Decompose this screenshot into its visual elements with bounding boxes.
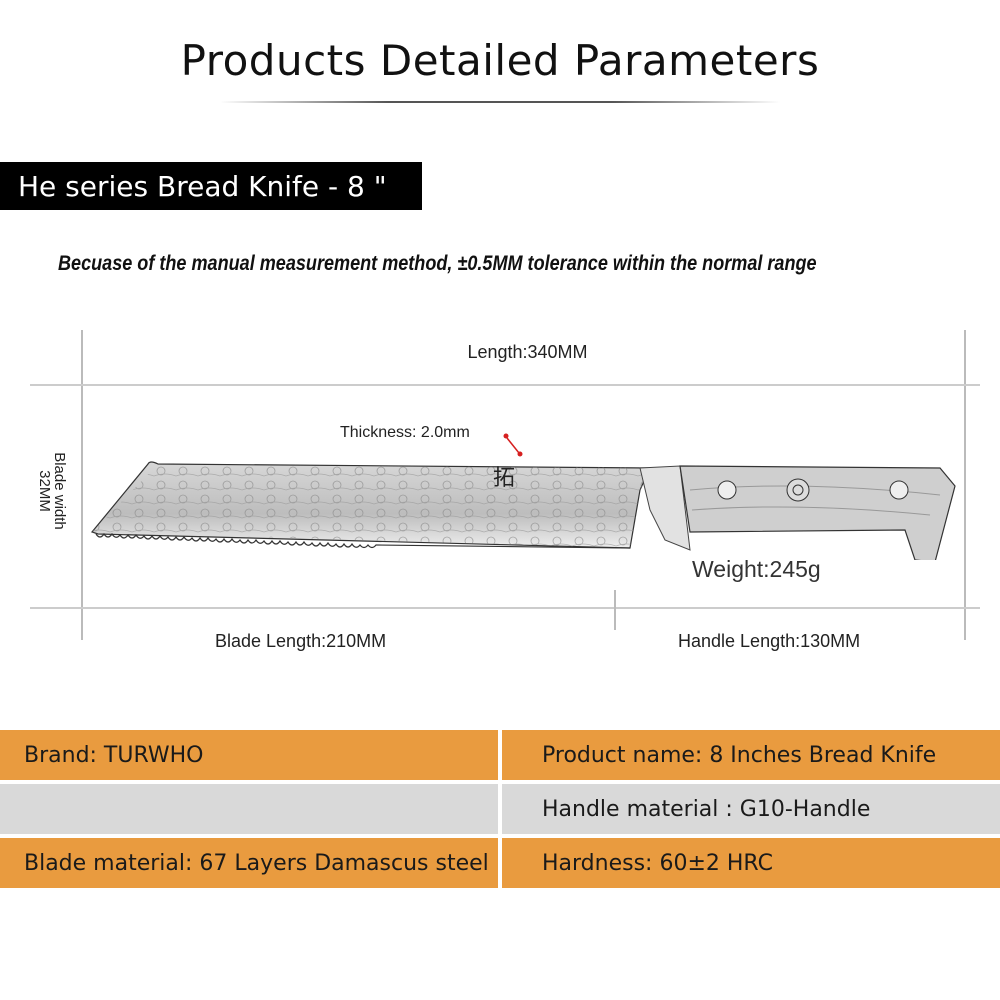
blade-width-label: Blade width 32MM [36, 431, 68, 551]
bread-knife-illustration: 拓 [90, 461, 956, 560]
spec-handle-material: Handle material : G10-Handle [502, 784, 1000, 834]
dimension-lines [30, 330, 980, 640]
title-divider [220, 101, 780, 103]
spec-empty [0, 784, 498, 834]
weight-label: Weight:245g [692, 556, 821, 582]
tolerance-note: Becuase of the manual measurement method… [58, 252, 817, 275]
thickness-marker [506, 437, 520, 454]
handle-length-label: Handle Length:130MM [678, 631, 861, 651]
spec-blade-material: Blade material: 67 Layers Damascus steel [0, 838, 498, 888]
blade-width-title: Blade width [51, 452, 68, 530]
spec-hardness: Hardness: 60±2 HRC [502, 838, 1000, 888]
thickness-label: Thickness: 2.0mm [340, 424, 470, 441]
brand-logo: 拓 [493, 466, 515, 491]
product-series-banner: He series Bread Knife - 8 " [0, 162, 422, 210]
page-title: Products Detailed Parameters [180, 36, 820, 85]
blade-width-value: 32MM [36, 470, 53, 512]
blade-length-label: Blade Length:210MM [215, 631, 387, 651]
length-label: Length:340MM [467, 342, 588, 362]
spec-brand: Brand: TURWHO [0, 730, 498, 780]
spec-product-name: Product name: 8 Inches Bread Knife [502, 730, 1000, 780]
banner-label: He series Bread Knife - 8 " [18, 170, 387, 203]
